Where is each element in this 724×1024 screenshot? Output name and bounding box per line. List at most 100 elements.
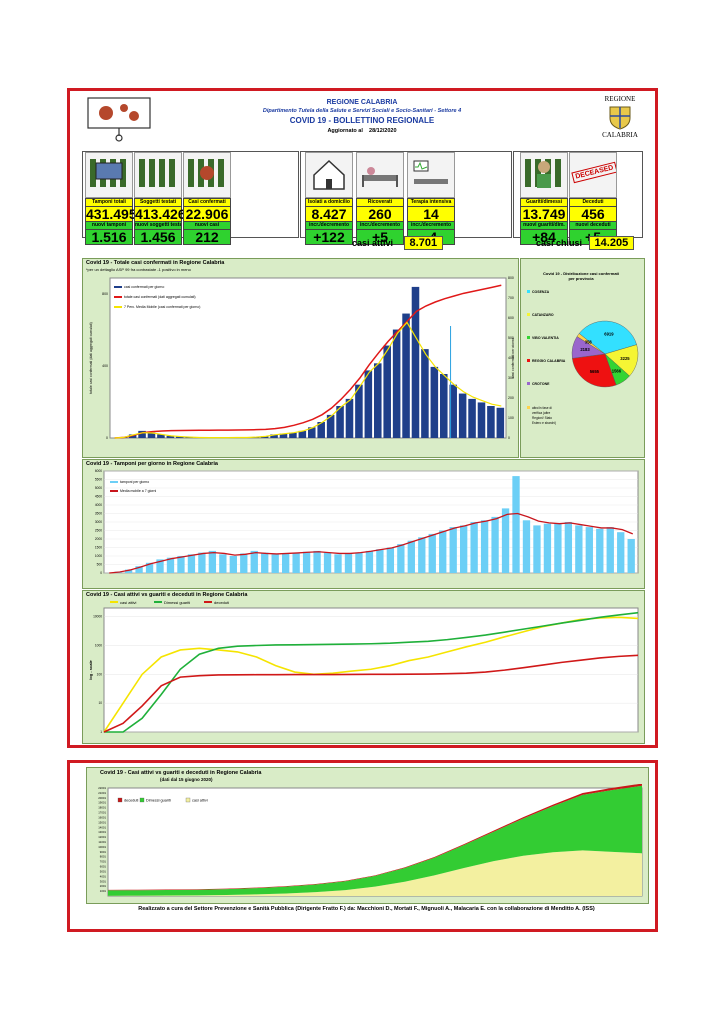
- legend-swatch: [139, 797, 145, 803]
- legend-swatch: [527, 290, 530, 293]
- active-cases-value: 8.701: [403, 236, 444, 250]
- swab-bar: [480, 520, 489, 573]
- daily-cases-bar: [166, 435, 175, 438]
- swab-bar: [564, 522, 573, 573]
- chart-stacked-active-recovered: 1001200130014001500160017001800190011000…: [98, 784, 643, 897]
- active-cases-label: casi attivi: [352, 238, 394, 248]
- card-value: 456: [569, 207, 617, 222]
- daily-cases-bar: [468, 398, 476, 438]
- y-axis-label: log - scale: [88, 659, 93, 679]
- legend-label: CROTONE: [532, 382, 550, 386]
- card-label: Soggetti testati: [134, 198, 182, 207]
- card-sub-label: incr./decremento: [407, 222, 455, 230]
- logo-bottom-text: CALABRIA: [602, 131, 638, 139]
- bulletin-title: COVID 19 - BOLLETTINO REGIONALE: [289, 116, 435, 125]
- y-tick: 1001: [100, 889, 107, 893]
- card-sub-label: incr./decremento: [356, 222, 404, 230]
- pie-slice-label: 5655: [590, 369, 600, 374]
- legend-swatch: [110, 481, 118, 483]
- credits-footer: Realizzato a cura del Settore Prevenzion…: [138, 906, 595, 912]
- y-tick-left: 400: [102, 364, 108, 368]
- chart5-subtitle: (dati dal 15 giugno 2020): [160, 777, 213, 782]
- legend-label: Estero e sbarchi): [532, 421, 556, 425]
- daily-cases-bar: [308, 427, 316, 438]
- swab-bar: [145, 562, 154, 573]
- y-tick: 18001: [98, 806, 106, 810]
- swab-bar: [166, 557, 175, 573]
- daily-cases-bar: [374, 363, 382, 438]
- y-tick: 100: [97, 672, 103, 676]
- y-tick: 5001: [100, 869, 107, 873]
- legend-swatch: [185, 797, 191, 803]
- y-tick-right: 100: [508, 416, 514, 420]
- swab-bar: [543, 523, 552, 573]
- legend-swatch: [204, 601, 212, 603]
- card-delta: 1.456: [134, 230, 182, 245]
- y-tick: 3500: [95, 512, 102, 516]
- y-tick: 17001: [98, 811, 106, 815]
- y-tick: 6000: [95, 469, 102, 473]
- daily-cases-bar: [487, 406, 495, 438]
- swab-bar: [261, 552, 269, 573]
- virus-illustration-icon: [87, 97, 151, 142]
- y-tick: 22001: [98, 786, 106, 790]
- card-sub-label: incr./decremento: [305, 222, 353, 230]
- y-tick: 6001: [100, 865, 107, 869]
- swab-bar: [156, 559, 164, 573]
- daily-cases-bar: [147, 432, 156, 438]
- swab-bar: [428, 533, 436, 573]
- swab-bar: [198, 552, 206, 573]
- card-delta: 212: [183, 230, 231, 245]
- legend-swatch: [527, 382, 530, 385]
- series-line-1: [104, 611, 639, 733]
- active-cases-summary: casi attivi 8.701: [352, 236, 444, 250]
- card-value: 13.749: [520, 207, 568, 222]
- daily-cases-bar: [458, 393, 467, 438]
- swab-bar: [323, 552, 332, 573]
- chart1-subtitle: *per un dettaglio ASP 99 fra contrastate…: [86, 267, 191, 272]
- card-delta: +5: [356, 230, 404, 245]
- daily-cases-bar: [157, 434, 165, 438]
- y-tick: 14001: [98, 825, 106, 829]
- card-value: 8.427: [305, 207, 353, 222]
- swab-moving-average-line: [109, 512, 634, 574]
- legend-swatch: [527, 313, 530, 316]
- chart5-title: Covid 19 - Casi attivi vs guariti e dece…: [100, 770, 262, 776]
- deceased-stamp-text: DECEASED: [571, 161, 616, 184]
- y-tick-right: 500: [508, 336, 514, 340]
- swab-bar: [376, 549, 384, 573]
- y-axis-right-label: casi confermati per giorno: [511, 338, 514, 378]
- card-label: Casi confermati: [183, 198, 231, 207]
- card-sub-label: nuovi casi: [183, 222, 231, 230]
- swab-bar: [470, 522, 478, 573]
- legend-label: casi attivi: [120, 600, 137, 605]
- legend-label: tamponi per giorno: [120, 480, 149, 484]
- card-delta: 1.516: [85, 230, 133, 245]
- daily-cases-bar: [496, 407, 505, 438]
- coat-of-arms-icon: [609, 106, 631, 130]
- closed-cases-summary: casi chiusi 14.205: [536, 236, 635, 250]
- daily-cases-bar: [289, 432, 297, 438]
- y-tick: 3001: [100, 879, 107, 883]
- y-tick: 20001: [98, 796, 106, 800]
- y-tick: 1000: [95, 644, 102, 648]
- y-tick: 10000: [93, 615, 102, 619]
- swab-bar: [407, 540, 415, 573]
- updated-line: Aggiornato al 28/12/2020: [0, 128, 724, 134]
- swab-bar: [124, 569, 133, 573]
- daily-cases-bar: [392, 329, 401, 438]
- y-tick: 10001: [98, 845, 106, 849]
- daily-cases-bar: [421, 349, 429, 438]
- y-axis-label: totale casi confermati (dati aggregati c…: [89, 322, 93, 394]
- y-tick: 1: [100, 730, 102, 734]
- y-tick: 3000: [95, 520, 102, 524]
- legend-swatch: [154, 601, 162, 603]
- y-tick-right: 700: [508, 296, 514, 300]
- legend-label: REGGIO CALABRIA: [532, 359, 566, 363]
- swab-bar: [282, 553, 290, 573]
- department-title: Dipartimento Tutela della Salute e Servi…: [262, 108, 462, 114]
- swab-bar: [397, 544, 405, 573]
